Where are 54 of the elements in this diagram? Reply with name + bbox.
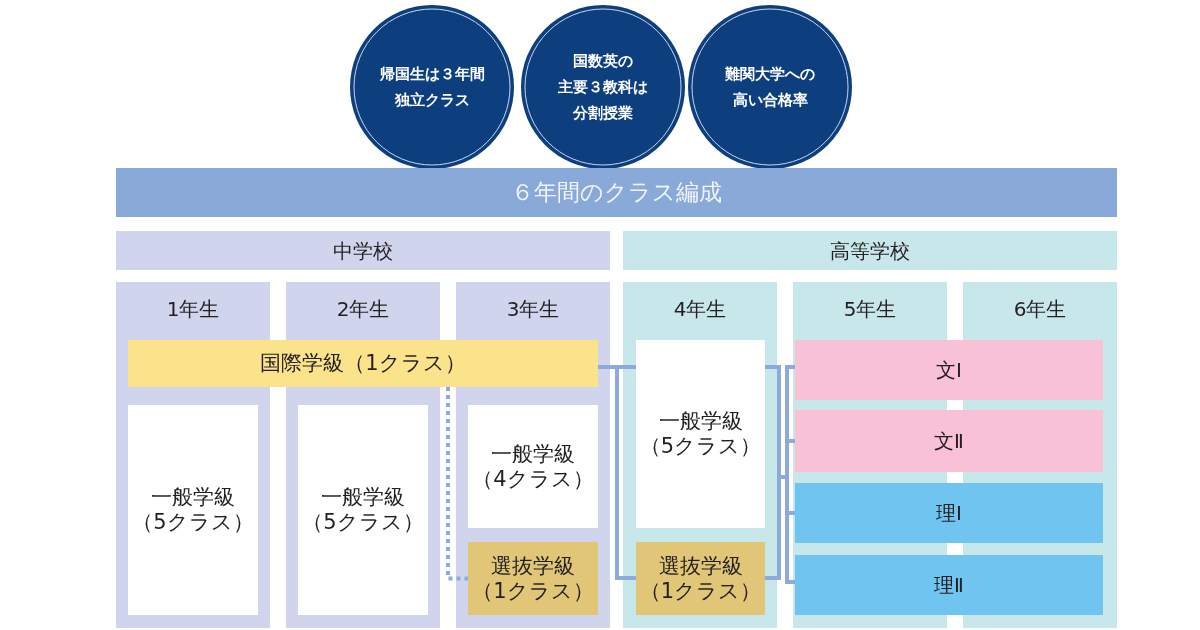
class-box	[636, 542, 765, 615]
class-box	[298, 405, 428, 615]
connector-line	[765, 477, 781, 580]
connector-line	[785, 365, 795, 441]
circle-text: 国数英の主要３教科は分割授業	[558, 50, 648, 125]
class-box	[468, 405, 598, 528]
grade-label: 6年生	[1013, 297, 1067, 321]
course-label: 文Ⅱ	[934, 429, 964, 453]
class-box	[636, 340, 765, 528]
class-band	[128, 340, 598, 387]
connector-line	[615, 367, 636, 580]
class-box	[468, 542, 598, 615]
school-band	[116, 231, 610, 270]
grade-label: 5年生	[843, 297, 897, 321]
course-box	[795, 340, 1103, 400]
band-title: ６年間のクラス編成	[511, 178, 722, 207]
connector-line	[785, 477, 789, 513]
connector-line	[787, 511, 795, 515]
connector-line	[779, 475, 787, 479]
circle-text: 難関大学への高い合格率	[725, 63, 815, 111]
course-label: 理Ⅰ	[936, 501, 962, 525]
grade-label: 1年生	[166, 297, 220, 321]
class-label: 選抜学級（1クラス）	[639, 553, 762, 604]
dotted-connector	[446, 387, 468, 581]
course-box	[795, 555, 1103, 615]
school-label: 中学校	[333, 238, 393, 263]
connector-line	[785, 441, 789, 477]
course-label: 理Ⅱ	[934, 573, 964, 597]
grade-label: 2年生	[336, 297, 390, 321]
connector-line	[787, 439, 795, 443]
feature-circle	[688, 5, 852, 169]
school-label: 高等学校	[830, 238, 910, 263]
class-box	[128, 405, 258, 615]
grade-label: 3年生	[506, 297, 560, 321]
class-label: 一般学級（5クラス）	[132, 485, 254, 535]
class-label: 一般学級（5クラス）	[302, 485, 424, 535]
connector-line	[765, 365, 781, 477]
circle-text: 帰国生は３年間独立クラス	[379, 63, 485, 111]
grade-label: 4年生	[673, 297, 727, 321]
title-band	[116, 168, 1117, 217]
feature-circle	[521, 5, 685, 169]
class-label: 国際学級（1クラス）	[260, 350, 466, 377]
school-band	[623, 231, 1117, 270]
feature-circle	[350, 5, 514, 169]
class-label: 一般学級（4クラス）	[472, 441, 594, 492]
connector-line	[785, 513, 795, 584]
course-box	[795, 410, 1103, 472]
course-label: 文Ⅰ	[936, 358, 962, 382]
class-label: 選抜学級（1クラス）	[472, 553, 594, 604]
grade-column	[623, 282, 777, 628]
connector-line	[617, 365, 636, 369]
class-label: 一般学級（5クラス）	[639, 409, 762, 459]
connector-line	[598, 365, 617, 369]
course-box	[795, 483, 1103, 543]
